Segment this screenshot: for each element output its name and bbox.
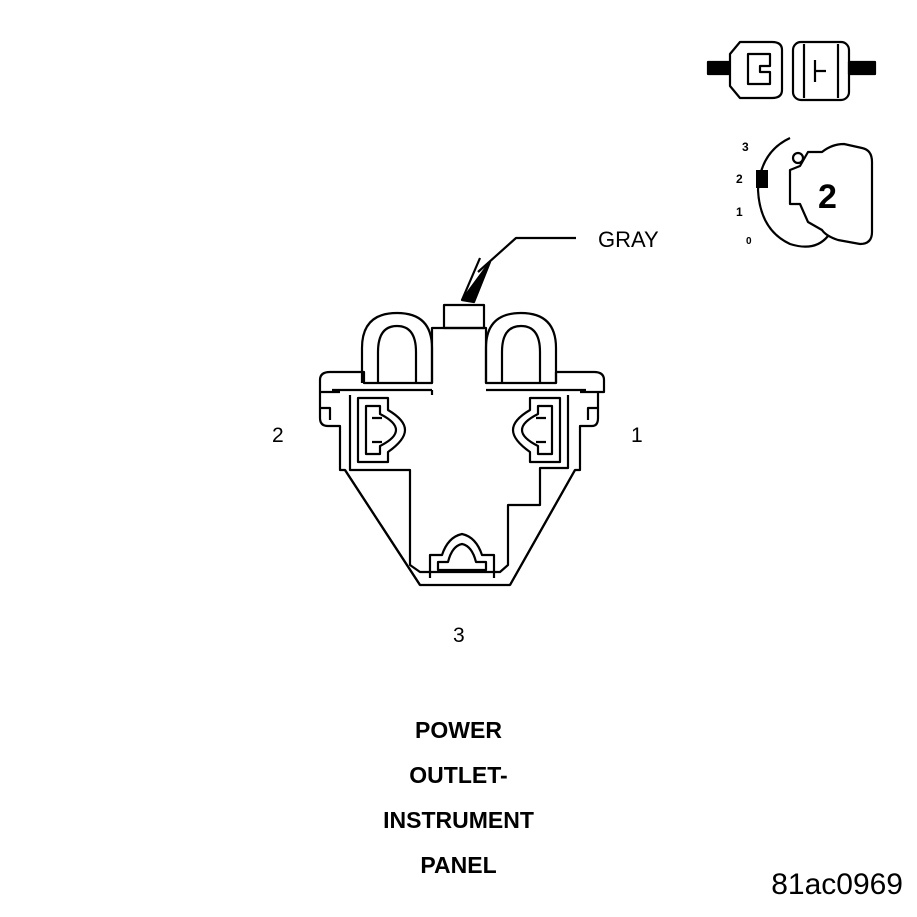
- connector-title: POWER OUTLET- INSTRUMENT PANEL: [0, 708, 917, 888]
- key-scale-2: 2: [736, 172, 743, 186]
- title-line: POWER: [415, 717, 502, 743]
- pin-2-label: 2: [272, 424, 284, 447]
- key-number: 2: [818, 178, 837, 216]
- figure-code: 81ac0969: [771, 868, 903, 901]
- pin-1-label: 1: [631, 424, 643, 447]
- key-scale-3: 3: [742, 140, 749, 154]
- title-line: PANEL: [420, 852, 497, 878]
- title-line: OUTLET-: [409, 762, 508, 788]
- key-scale-0: 0: [746, 236, 752, 247]
- gray-leader-arrow: [460, 236, 576, 304]
- pin-3-terminal: [428, 532, 496, 578]
- pin-2-terminal: [356, 396, 407, 464]
- title-line: INSTRUMENT: [383, 807, 534, 833]
- connector-key-indicator: [756, 137, 874, 248]
- key-scale-1: 1: [736, 205, 743, 219]
- pin-3-label: 3: [453, 624, 465, 647]
- pin-1-terminal: [511, 396, 562, 464]
- connector-body: [318, 303, 606, 587]
- wire-color-label: GRAY: [598, 227, 659, 252]
- connector-plug-icon: [706, 40, 877, 102]
